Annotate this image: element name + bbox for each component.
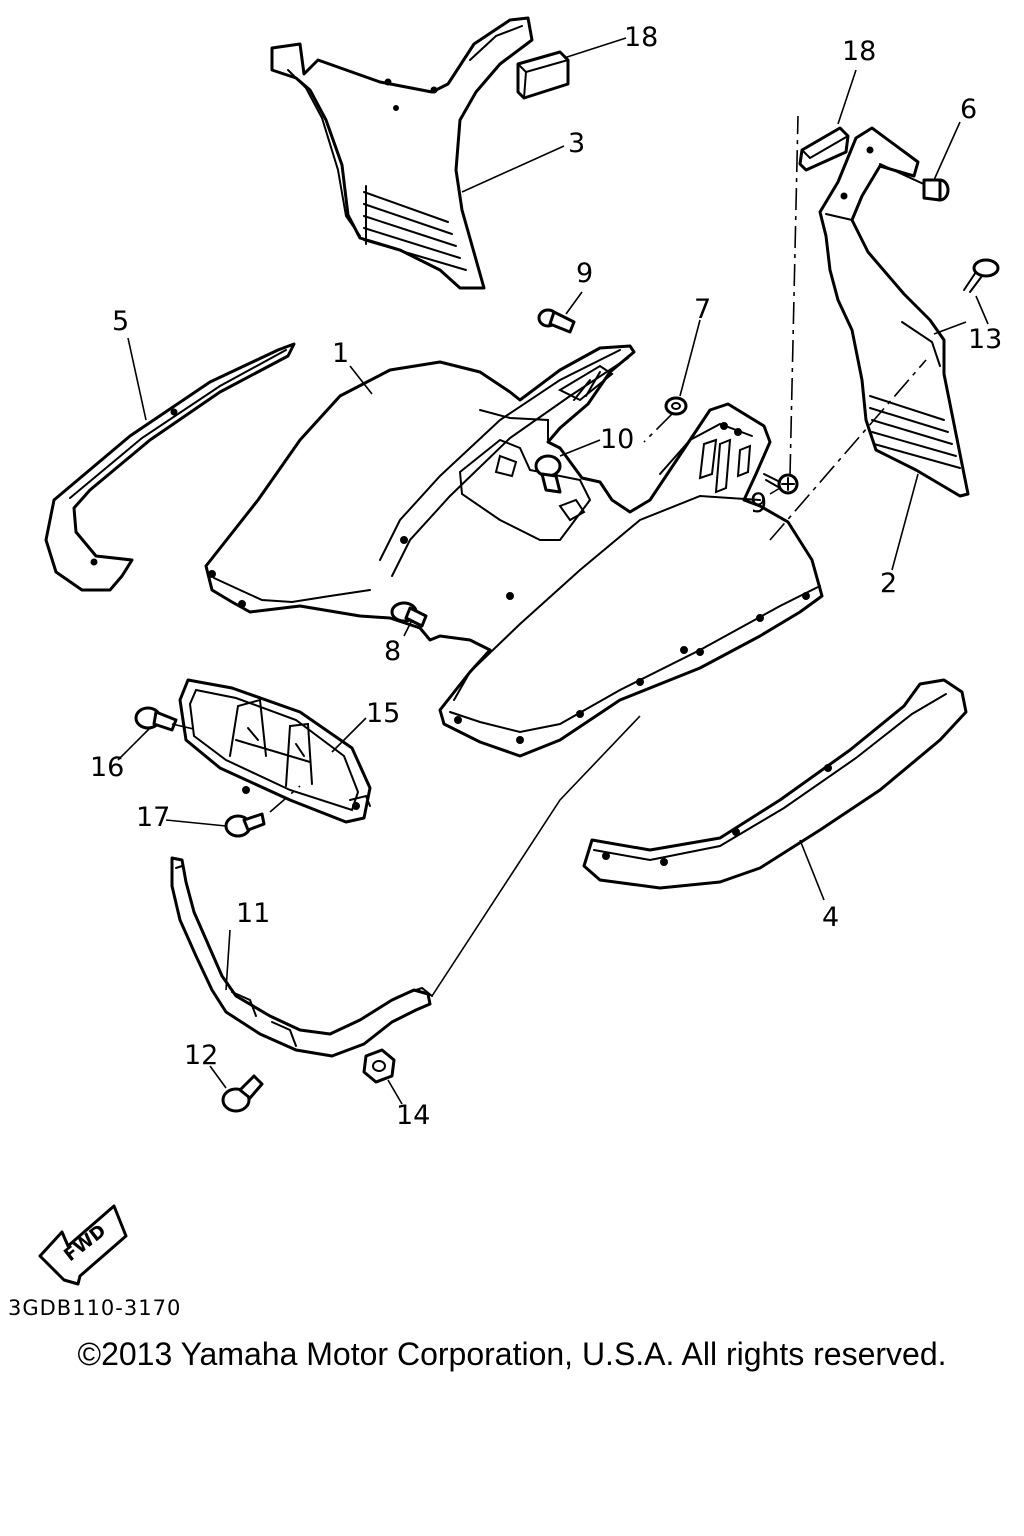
callout-12: 12 bbox=[184, 1040, 218, 1071]
callout-18-right: 18 bbox=[842, 36, 876, 67]
part-16-bolt bbox=[134, 706, 178, 732]
part-5-left-fender-flap bbox=[44, 342, 296, 592]
callout-3: 3 bbox=[568, 128, 585, 159]
callout-8: 8 bbox=[384, 636, 401, 667]
callout-14: 14 bbox=[396, 1100, 430, 1131]
callout-17: 17 bbox=[136, 802, 170, 833]
part-4-right-fender-flap bbox=[582, 678, 968, 890]
part-6-screw bbox=[879, 163, 950, 202]
callout-10: 10 bbox=[600, 424, 634, 455]
callout-5: 5 bbox=[112, 306, 129, 337]
callout-18-left: 18 bbox=[624, 22, 658, 53]
callout-labels: 1 2 3 4 5 6 7 8 9 9 10 11 12 13 14 15 16… bbox=[90, 22, 1002, 1131]
part-12-bolt bbox=[221, 1074, 264, 1113]
callout-16: 16 bbox=[90, 752, 124, 783]
part-9-screw-lower bbox=[763, 473, 799, 495]
part-7-washer bbox=[664, 396, 688, 416]
part-2-right-side-panel bbox=[818, 126, 970, 498]
part-11-stay bbox=[170, 856, 433, 1058]
part-1-rear-fender bbox=[204, 344, 824, 758]
callout-13: 13 bbox=[968, 324, 1002, 355]
part-13-screw bbox=[963, 258, 1000, 293]
fwd-arrow-icon: FWD bbox=[38, 1204, 128, 1286]
part-18-pad-left bbox=[516, 50, 570, 100]
callout-11: 11 bbox=[236, 898, 270, 929]
callout-4: 4 bbox=[822, 902, 839, 933]
callout-1: 1 bbox=[332, 338, 349, 369]
callout-9-lower: 9 bbox=[750, 488, 767, 519]
part-15-taillight-bracket bbox=[178, 678, 372, 824]
callout-15: 15 bbox=[366, 698, 400, 729]
diagram-code: 3GDB110-3170 bbox=[8, 1296, 182, 1320]
callout-7: 7 bbox=[694, 294, 711, 325]
part-14-nut bbox=[362, 1048, 396, 1084]
part-17-bolt bbox=[224, 812, 266, 838]
copyright-notice: ©2013 Yamaha Motor Corporation, U.S.A. A… bbox=[77, 1336, 947, 1372]
part-9-bolt-upper bbox=[537, 308, 576, 334]
callout-9-upper: 9 bbox=[576, 258, 593, 289]
callout-2: 2 bbox=[880, 568, 897, 599]
part-3-left-side-panel bbox=[270, 16, 534, 290]
part-18-pad-right bbox=[798, 126, 850, 172]
leader-lines bbox=[117, 37, 989, 1105]
part-10-bolt bbox=[534, 454, 562, 494]
part-8-bolt bbox=[390, 601, 428, 628]
callout-6: 6 bbox=[960, 94, 977, 125]
